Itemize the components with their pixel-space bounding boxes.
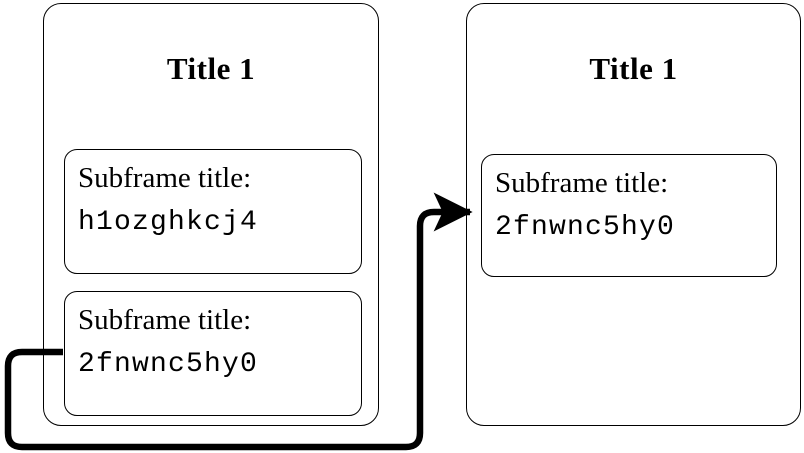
subframe-right-1[interactable]: Subframe title: 2fnwnc5hy0 <box>481 154 777 277</box>
frame-left-title: Title 1 <box>166 51 256 86</box>
subframe-right-1-value: 2fnwnc5hy0 <box>495 212 676 243</box>
subframe-left-1-value: h1ozghkcj4 <box>78 207 259 238</box>
subframe-left-2-label: Subframe title: <box>78 304 252 336</box>
frame-right[interactable]: Title 1 Subframe title: 2fnwnc5hy0 <box>466 3 801 426</box>
subframe-left-1[interactable]: Subframe title: h1ozghkcj4 <box>64 149 362 274</box>
frame-right-title: Title 1 <box>589 51 678 86</box>
subframe-left-2[interactable]: Subframe title: 2fnwnc5hy0 <box>64 291 362 416</box>
subframe-left-2-value: 2fnwnc5hy0 <box>78 349 259 380</box>
frame-left[interactable]: Title 1 Subframe title: h1ozghkcj4 Subfr… <box>43 3 379 426</box>
subframe-left-1-label: Subframe title: <box>78 162 252 194</box>
subframe-right-1-label: Subframe title: <box>495 167 669 199</box>
